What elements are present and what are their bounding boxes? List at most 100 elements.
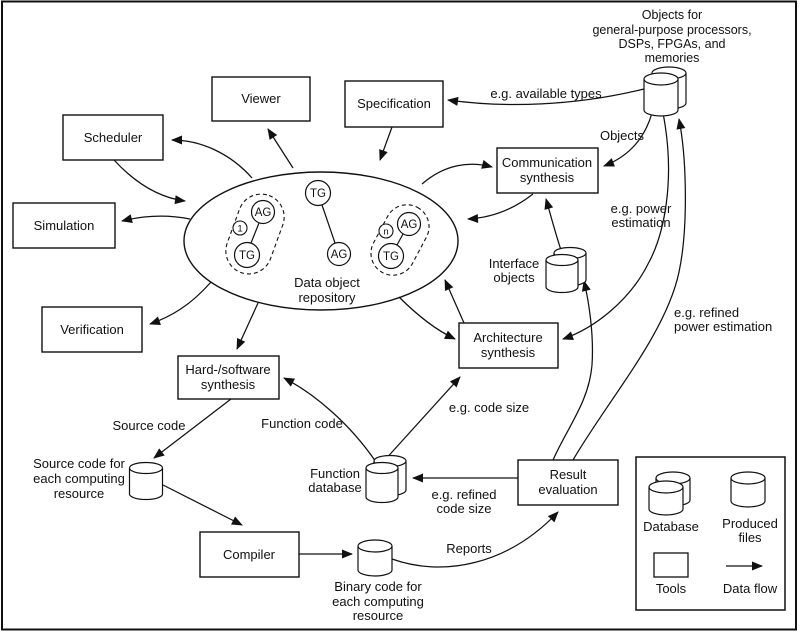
function-database-label-1: Function [310, 466, 360, 481]
scheduler-label: Scheduler [84, 130, 143, 145]
source-code-files-label-3: resource [54, 486, 105, 501]
hardsoftware-synthesis-box: Hard-/software synthesis [177, 355, 280, 400]
communication-synthesis-label-1: Communication [502, 155, 592, 170]
tg-node-n-label: TG [383, 251, 399, 263]
architecture-synthesis-rect [458, 322, 559, 369]
simulation-box: Simulation [12, 202, 116, 249]
refined-power-flow-label-1: e.g. refined [674, 305, 739, 320]
tg-node-1-label: TG [239, 250, 255, 262]
legend-produced-files-icon [730, 471, 766, 508]
flow-specification-to-repo [379, 126, 393, 161]
function-database-icon [365, 454, 407, 504]
ag-node-mid [326, 241, 352, 267]
tg-node-n [377, 242, 405, 270]
group-index-n-label: n [383, 227, 388, 238]
result-evaluation-box: Result evaluation [517, 459, 619, 506]
ag-node-mid-label: AG [331, 249, 348, 261]
group-index-1 [232, 220, 248, 236]
verification-label: Verification [60, 322, 124, 337]
flow-result-evaluation-to-component-db [572, 118, 686, 461]
interface-objects-label-1: Interface [489, 256, 540, 271]
legend: Database Produced files Tools Data flow [635, 456, 786, 611]
architecture-synthesis-label-1: Architecture [473, 330, 542, 345]
flow-labels: e.g. available types Objects e.g. power … [113, 86, 773, 556]
viewer-label: Viewer [241, 91, 281, 106]
flow-repo-to-communication-synthesis [421, 160, 493, 185]
component-database-label-3: DSPs, FPGAs, and [619, 37, 726, 51]
refined-code-size-flow-label-2: code size [437, 501, 492, 516]
legend-produced-files-label-1: Produced [722, 516, 778, 531]
compiler-rect [199, 531, 300, 578]
group-index-n [378, 223, 394, 239]
viewer-box: Viewer [211, 76, 311, 122]
tool-boxes: Viewer Scheduler Simulation Verification… [12, 76, 619, 578]
ag-node-n [396, 211, 422, 237]
reports-flow-label: Reports [446, 541, 492, 556]
flow-result-evaluation-to-interface-objects [552, 280, 594, 461]
architecture-synthesis-label-2: synthesis [481, 345, 536, 360]
store-labels: Objects for general-purpose processors, … [33, 8, 751, 623]
viewer-rect [211, 76, 311, 122]
storage-icons [128, 66, 687, 577]
edge-tg-ag-mid [321, 204, 336, 244]
architecture-synthesis-box: Architecture synthesis [458, 322, 559, 369]
flow-scheduler-to-repo [113, 159, 186, 205]
source-code-files-label-1: Source code for [33, 456, 125, 471]
ag-node-1-label: AG [255, 207, 272, 219]
data-flows [113, 88, 686, 568]
tg-node-1 [233, 241, 261, 269]
component-database-label-1: Objects for [642, 8, 702, 22]
ag-node-1 [250, 199, 276, 225]
result-evaluation-rect [517, 459, 619, 506]
flow-hardsoftware-synthesis-to-source-files [153, 398, 232, 459]
flow-repo-to-scheduler [171, 135, 253, 179]
flow-architecture-synthesis-to-repo [444, 279, 465, 324]
repository-caption-2: repository [298, 290, 356, 305]
objects-flow-label: Objects [600, 128, 645, 143]
hardsoftware-synthesis-label-1: Hard-/software [185, 362, 270, 377]
source-code-flow-label: Source code [113, 418, 186, 433]
repository-caption-1: Data object [294, 275, 360, 290]
flow-repo-to-hardsoftware-synthesis [236, 302, 259, 350]
communication-synthesis-label-2: synthesis [520, 170, 575, 185]
compiler-box: Compiler [199, 531, 300, 578]
communication-synthesis-box: Communication synthesis [496, 147, 599, 194]
legend-produced-files-label-2: files [738, 530, 762, 545]
simulation-rect [12, 202, 116, 249]
compiler-label: Compiler [223, 547, 276, 562]
flow-repo-to-simulation [121, 214, 191, 223]
refined-power-flow-label-2: power estimation [674, 319, 772, 334]
power-estimation-flow-label-2: estimation [611, 215, 670, 230]
result-evaluation-label-2: evaluation [538, 482, 597, 497]
hardsoftware-synthesis-rect [177, 355, 280, 400]
legend-database-icon [648, 471, 691, 516]
component-database-label-2: general-purpose processors, [592, 23, 751, 37]
group-index-1-label: 1 [237, 224, 242, 235]
hardsoftware-synthesis-label-2: synthesis [201, 377, 256, 392]
flow-source-files-to-compiler [162, 484, 243, 526]
specification-label: Specification [357, 96, 431, 111]
flow-repo-to-architecture-synthesis [398, 296, 456, 340]
binary-code-files-label-2: each computing [332, 594, 424, 609]
interface-objects-label-2: objects [493, 270, 535, 285]
scheduler-box: Scheduler [62, 114, 164, 161]
refined-code-size-flow-label-1: e.g. refined [431, 487, 496, 502]
component-database-label-4: memories [645, 51, 700, 65]
ag-node-n-label: AG [401, 219, 418, 231]
code-size-flow-label: e.g. code size [449, 400, 529, 415]
verification-rect [41, 306, 143, 353]
legend-tools-icon [653, 552, 689, 578]
edge-ag-tg-1 [250, 222, 260, 244]
component-database-icon [643, 66, 687, 117]
legend-tools-label: Tools [656, 581, 687, 596]
simulation-label: Simulation [34, 218, 95, 233]
function-code-flow-label: Function code [261, 416, 343, 431]
flow-function-db-to-hardsoftware-synthesis [283, 377, 377, 463]
flow-repo-to-verification [149, 281, 212, 325]
binary-code-files-label-1: Binary code for [334, 579, 422, 594]
flow-communication-synthesis-to-repo [467, 193, 534, 223]
flow-binary-files-to-result-evaluation [391, 511, 559, 568]
power-estimation-flow-label-1: e.g. power [611, 201, 672, 216]
